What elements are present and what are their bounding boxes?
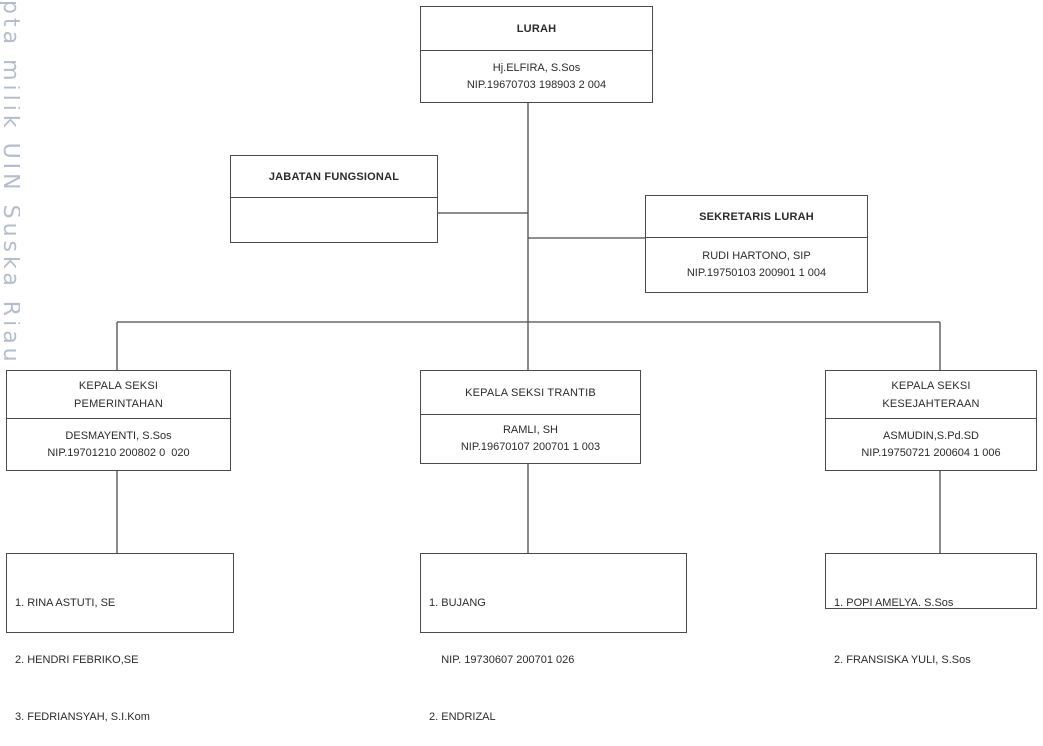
jabatan-fungsional-title: JABATAN FUNGSIONAL bbox=[231, 156, 437, 198]
sekretaris-title: SEKRETARIS LURAH bbox=[646, 196, 867, 238]
seksi-pemerintahan-box: KEPALA SEKSI PEMERINTAHAN DESMAYENTI, S.… bbox=[6, 370, 231, 471]
seksi-kesejahteraan-box: KEPALA SEKSI KESEJAHTERAAN ASMUDIN,S.Pd.… bbox=[825, 370, 1037, 471]
seksi-pemerintahan-name: DESMAYENTI, S.Sos bbox=[65, 429, 172, 442]
sekretaris-nip: NIP.19750103 200901 1 004 bbox=[686, 267, 827, 279]
connector-lines bbox=[116, 102, 941, 553]
list-item: 2. ENDRIZAL bbox=[429, 711, 496, 723]
seksi-pemerintahan-title-line1: KEPALA SEKSI bbox=[78, 379, 159, 392]
list-item: 1. RINA ASTUTI, SE bbox=[15, 597, 116, 609]
lurah-name: Hj.ELFIRA, S.Sos bbox=[492, 61, 581, 74]
list-item: 1. POPI AMELYA. S.Sos bbox=[834, 597, 954, 609]
staff-kesejahteraan-list: 1. POPI AMELYA. S.Sos 2. FRANSISKA YULI,… bbox=[825, 553, 1037, 666]
jabatan-fungsional-box: JABATAN FUNGSIONAL bbox=[230, 155, 438, 243]
list-item: 2. HENDRI FEBRIKO,SE bbox=[15, 654, 139, 666]
sekretaris-box: SEKRETARIS LURAH RUDI HARTONO, SIP NIP.1… bbox=[645, 195, 868, 293]
watermark-text: pta milik UIN Suska Riau bbox=[0, 0, 20, 366]
lurah-nip: NIP.19670703 198903 2 004 bbox=[466, 78, 607, 91]
seksi-pemerintahan-nip: NIP.19701210 200802 0 020 bbox=[47, 446, 190, 459]
seksi-pemerintahan-title-line2: PEMERINTAHAN bbox=[74, 397, 163, 410]
sekretaris-name: RUDI HARTONO, SIP bbox=[702, 250, 811, 262]
seksi-trantib-name: RAMLI, SH bbox=[502, 424, 558, 436]
staff-pemerintahan-list: 1. RINA ASTUTI, SE 2. HENDRI FEBRIKO,SE … bbox=[6, 553, 234, 723]
lurah-title: LURAH bbox=[421, 7, 652, 51]
seksi-kesejahteraan-nip: NIP.19750721 200604 1 006 bbox=[861, 446, 1001, 459]
seksi-trantib-box: KEPALA SEKSI TRANTIB RAMLI, SH NIP.19670… bbox=[420, 370, 641, 464]
seksi-kesejahteraan-name: ASMUDIN,S.Pd.SD bbox=[883, 429, 979, 442]
seksi-kesejahteraan-title-line1: KEPALA SEKSI bbox=[891, 379, 971, 392]
lurah-box: LURAH Hj.ELFIRA, S.Sos NIP.19670703 1989… bbox=[420, 6, 653, 103]
list-item: 1. BUJANG bbox=[429, 597, 486, 609]
list-item: NIP. 19730607 200701 026 bbox=[429, 654, 575, 666]
seksi-trantib-nip: NIP.19670107 200701 1 003 bbox=[460, 441, 601, 453]
staff-trantib-list: 1. BUJANG NIP. 19730607 200701 026 2. EN… bbox=[420, 553, 687, 723]
list-item: 3. FEDRIANSYAH, S.I.Kom bbox=[15, 711, 150, 723]
list-item: 2. FRANSISKA YULI, S.Sos bbox=[834, 654, 971, 666]
seksi-kesejahteraan-title-line2: KESEJAHTERAAN bbox=[882, 397, 980, 410]
seksi-trantib-title: KEPALA SEKSI TRANTIB bbox=[421, 371, 640, 415]
